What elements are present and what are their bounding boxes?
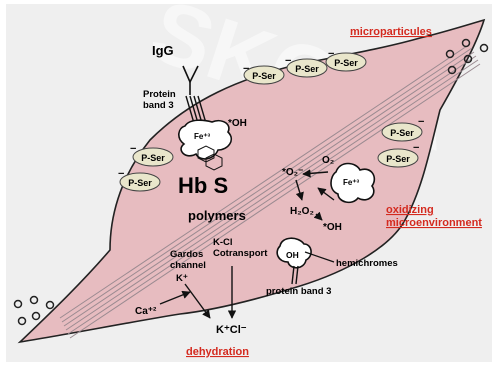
o2-label: O₂: [322, 155, 334, 166]
pser-label: P-Ser: [141, 153, 165, 163]
pser-label: P-Ser: [386, 154, 410, 164]
oxidizing-label: oxidizing: [386, 204, 434, 216]
minus-sign: −: [328, 48, 334, 60]
calcium-label: Ca⁺²: [135, 306, 157, 317]
protein-band3-label: Protein band 3: [143, 89, 178, 111]
minus-sign: −: [413, 142, 419, 154]
microenvironment-label: microenvironment: [386, 217, 482, 229]
minus-sign: −: [118, 168, 124, 180]
oh-hemi-label: OH: [286, 250, 299, 260]
kcl-out-label: K⁺Cl⁻: [216, 324, 247, 336]
pser-label: P-Ser: [252, 71, 276, 81]
kcl-line1: K-Cl: [213, 237, 233, 248]
kcl-line2: Cotransport: [213, 248, 268, 259]
pser-badge: P-Ser: [287, 59, 327, 77]
hbs-polymers-label: polymers: [188, 208, 246, 223]
minus-sign: −: [418, 116, 424, 128]
pser-badge: P-Ser: [244, 66, 284, 84]
pser-badge: P-Ser: [382, 123, 422, 141]
protein-band3-line2: band 3: [143, 100, 174, 111]
microparticules-label: microparticules: [350, 26, 432, 38]
hbs-title: Hb S: [178, 173, 228, 198]
protein-band3-line1: Protein: [143, 89, 176, 100]
minus-sign: −: [285, 55, 291, 67]
fe-top-label: Fe⁺³: [194, 132, 211, 141]
pser-badge: P-Ser: [120, 173, 160, 191]
protein-band3-bottom-label: protein band 3: [266, 286, 331, 297]
pser-label: P-Ser: [295, 64, 319, 74]
gardos-label: Gardos channel: [170, 249, 206, 271]
pser-label: P-Ser: [334, 58, 358, 68]
oh-right-label: *OH: [323, 222, 342, 233]
oxidizing-line: oxidizing: [386, 204, 434, 216]
pser-label: P-Ser: [390, 128, 414, 138]
minus-sign: −: [243, 63, 249, 75]
fe-right-label: Fe⁺³: [343, 178, 360, 187]
superoxide-label: *O₂⁻: [282, 167, 303, 178]
oh-top-label: *OH: [228, 118, 247, 129]
pser-badge: P-Ser: [133, 148, 173, 166]
dehydration-label: dehydration: [186, 346, 249, 358]
minus-sign: −: [130, 143, 136, 155]
pser-label: P-Ser: [128, 178, 152, 188]
k-plus-label: K⁺: [176, 273, 188, 284]
igg-label: IgG: [152, 43, 174, 58]
hemichromes-label: hemichromes: [336, 258, 398, 269]
h2o2-label: H₂O₂: [290, 206, 314, 217]
pser-badge: P-Ser: [378, 149, 418, 167]
gardos-line2: channel: [170, 260, 206, 271]
gardos-line1: Gardos: [170, 249, 203, 260]
